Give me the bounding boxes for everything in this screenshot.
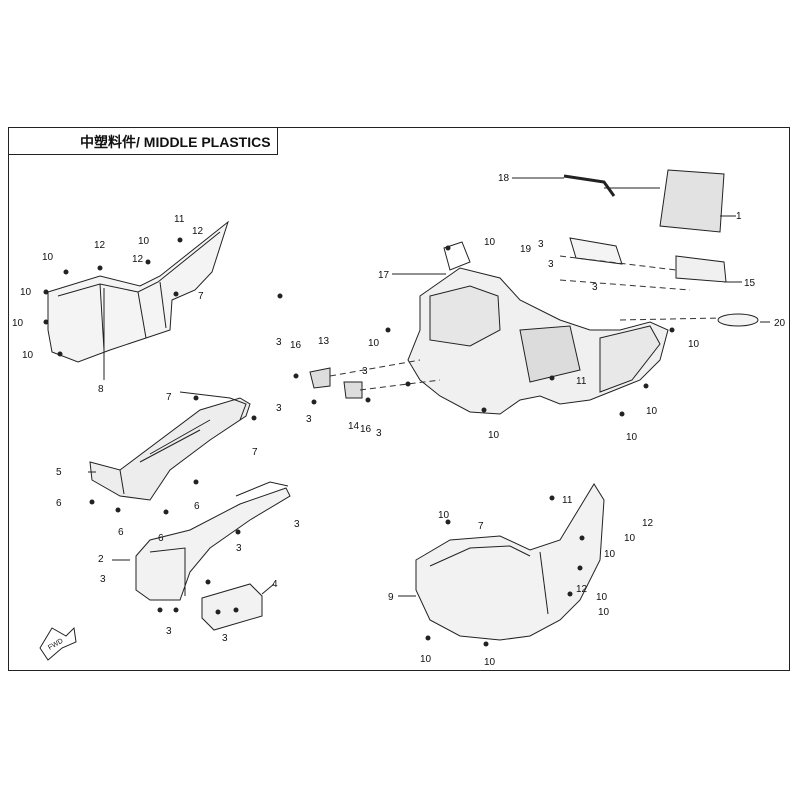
part-13-clip: [309, 367, 331, 389]
part-15-tray: [675, 255, 727, 283]
callout-8: 8: [98, 384, 104, 395]
callout-3: 3: [166, 626, 172, 637]
callout-11: 11: [562, 495, 573, 506]
callout-10: 10: [604, 549, 616, 560]
callout-6: 6: [194, 501, 200, 512]
callout-19: 19: [520, 244, 532, 255]
callout-6: 6: [56, 498, 62, 509]
callout-12: 12: [132, 254, 144, 265]
small-panel: [201, 583, 263, 631]
callout-12: 12: [576, 584, 588, 595]
callout-3: 3: [100, 574, 106, 585]
callout-20: 20: [774, 318, 786, 329]
callout-11: 11: [576, 376, 587, 387]
callout-1: 1: [736, 211, 742, 222]
callout-5: 5: [56, 467, 62, 478]
diagram-title: 中塑料件/ MIDDLE PLASTICS: [80, 134, 271, 150]
callout-10: 10: [598, 607, 610, 618]
callout-6: 6: [158, 533, 164, 544]
part-1-lid: [659, 169, 725, 233]
callout-3: 3: [306, 414, 312, 425]
part-19-plate: [569, 237, 623, 265]
callout-7: 7: [252, 447, 258, 458]
callout-3: 3: [276, 403, 282, 414]
diagram-frame: [8, 127, 790, 671]
part-20-ring: [717, 313, 759, 327]
callout-10: 10: [488, 430, 500, 441]
callout-3: 3: [548, 259, 554, 270]
callout-10: 10: [138, 236, 150, 247]
callout-3: 3: [294, 519, 300, 530]
callout-10: 10: [626, 432, 638, 443]
callout-10: 10: [484, 657, 496, 668]
callout-10: 10: [12, 318, 24, 329]
fasteners: [43, 237, 675, 647]
callout-7: 7: [166, 392, 172, 403]
callout-10: 10: [646, 406, 658, 417]
callout-13: 13: [318, 336, 330, 347]
callout-6: 6: [118, 527, 124, 538]
callout-3: 3: [236, 543, 242, 554]
callout-2: 2: [98, 554, 104, 565]
callout-10: 10: [438, 510, 450, 521]
callout-11: 11: [174, 214, 185, 225]
fwd-arrow-icon: [39, 626, 77, 661]
callout-17: 17: [378, 270, 390, 281]
callout-10: 10: [420, 654, 432, 665]
center-console: [89, 391, 251, 501]
callout-10: 10: [484, 237, 496, 248]
callout-12: 12: [192, 226, 204, 237]
callout-10: 10: [368, 338, 380, 349]
part-18-handle: [563, 174, 616, 197]
lower-bracket: [135, 481, 291, 601]
callout-12: 12: [642, 518, 654, 529]
callout-3: 3: [222, 633, 228, 644]
callout-3: 3: [592, 282, 598, 293]
callout-10: 10: [42, 252, 54, 263]
callout-10: 10: [688, 339, 700, 350]
callout-9: 9: [388, 592, 394, 603]
central-dash: [407, 241, 669, 415]
callout-3: 3: [538, 239, 544, 250]
callout-16: 16: [360, 424, 372, 435]
right-side-panel: [415, 483, 605, 641]
callout-10: 10: [596, 592, 608, 603]
callout-10: 10: [20, 287, 32, 298]
callout-7: 7: [198, 291, 204, 302]
callout-3: 3: [276, 337, 282, 348]
callout-4: 4: [272, 579, 278, 590]
callout-18: 18: [498, 173, 510, 184]
part-14-clip: [343, 381, 363, 399]
callout-7: 7: [478, 521, 484, 532]
callout-3: 3: [362, 366, 368, 377]
callout-14: 14: [348, 421, 360, 432]
callout-10: 10: [624, 533, 636, 544]
callout-12: 12: [94, 240, 106, 251]
callout-16: 16: [290, 340, 302, 351]
callout-10: 10: [22, 350, 34, 361]
callout-15: 15: [744, 278, 756, 289]
callout-3: 3: [376, 428, 382, 439]
title-box: [8, 127, 278, 155]
